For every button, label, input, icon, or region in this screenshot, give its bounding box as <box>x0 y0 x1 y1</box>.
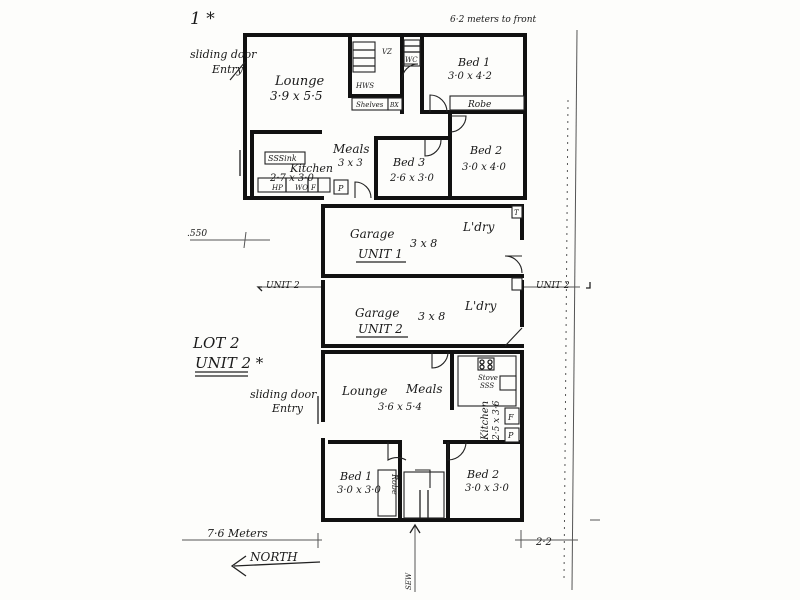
unit1-hws-label: HWS <box>355 82 374 90</box>
garage1-label: Garage <box>350 227 394 241</box>
unit2-stove-label: Stove <box>478 374 498 382</box>
unit1-shelves-label: Shelves <box>356 101 384 109</box>
unit1-doors <box>229 61 467 199</box>
unit1-lounge-size: 3·9 x 5·5 <box>270 89 323 103</box>
garage2-label: Garage <box>355 306 399 320</box>
unit1-bed3-label: Bed 3 <box>392 156 425 169</box>
side-dimension-label: .550 <box>187 229 207 239</box>
garage2-size: 3 x 8 <box>418 310 445 323</box>
unit2-entry-label: Entry <box>271 402 304 415</box>
unit1-fixtures <box>257 39 525 195</box>
top-annotations: 1 * 6·2 meters to front .550 sliding doo… <box>187 9 537 239</box>
unit1-vz-label: VZ <box>382 48 392 56</box>
unit2-labels: LOT 2 UNIT 2 * sliding door Entry Lounge… <box>192 334 514 496</box>
unit1-bed3-size: 2·6 x 3·0 <box>389 173 434 184</box>
unit2-bed1-size: 3·0 x 3·0 <box>337 485 381 496</box>
lot1-mark: 1 * <box>190 9 215 29</box>
unit2-f-label: F <box>507 413 514 422</box>
unit1-bx-label: BX <box>389 102 399 109</box>
unit1-bed1-label: Bed 1 <box>457 56 490 69</box>
unit2-left-marker: UNIT 2 <box>266 281 300 291</box>
unit2-bed1-label: Bed 1 <box>339 470 372 483</box>
unit2-lounge-label: Lounge <box>341 384 387 398</box>
unit1-kitchen-label: Kitchen <box>289 162 333 175</box>
unit1-bed2-size: 3·0 x 4·0 <box>462 162 506 173</box>
unit2-fixtures <box>377 355 520 519</box>
unit1-lounge-label: Lounge <box>274 74 325 89</box>
unit1-labels: Lounge 3·9 x 5·5 Meals 3 x 3 SSSink Kitc… <box>268 48 506 193</box>
unit2-sliding-door-label: sliding door <box>250 388 317 401</box>
unit2-meals-label: Meals <box>405 382 443 396</box>
sewer-label: SEW <box>405 572 413 590</box>
right-dimension-label: 2·2 <box>535 537 552 548</box>
unit1-wc-label: WC <box>405 56 418 64</box>
bottom-annotations: 7·6 Meters NORTH 2·2 SEW <box>207 527 552 590</box>
unit2-lounge-size: 3·6 x 5·4 <box>378 402 422 413</box>
laundry2-label: L'dry <box>464 299 497 313</box>
laundry1-label: L'dry <box>462 220 495 234</box>
north-label: NORTH <box>249 550 298 564</box>
unit1-hp-label: HP <box>271 184 283 192</box>
unit1-sliding-door-label: sliding door <box>190 48 257 61</box>
unit1-sink-label: SSSink <box>268 154 297 163</box>
unit2-right-marker: UNIT 2 <box>536 281 570 291</box>
width-dimension-label: 7·6 Meters <box>207 527 268 540</box>
unit2-sss-label: SSS <box>480 382 494 390</box>
garage2-unit: UNIT 2 <box>358 322 403 336</box>
garage1-unit: UNIT 1 <box>358 247 403 261</box>
unit1-bed2-label: Bed 2 <box>469 144 502 157</box>
garage1-size: 3 x 8 <box>410 237 437 250</box>
unit1-f-label: F <box>310 184 317 192</box>
garage-t-label: T <box>514 209 520 217</box>
unit1-meals-label: Meals <box>332 142 370 156</box>
unit2-bed2-label: Bed 2 <box>466 468 499 481</box>
garage-labels: Garage 3 x 8 UNIT 1 L'dry Garage 3 x 8 U… <box>266 209 570 338</box>
unit2-p-label: P <box>507 431 514 440</box>
unit1-robe-label: Robe <box>467 100 491 110</box>
unit1-kitchen-size: 2·7 x 3·0 <box>269 173 314 184</box>
unit1-bed1-size: 3·0 x 4·2 <box>448 71 492 82</box>
unit2-robe-label: Robe <box>390 473 399 495</box>
unit2-doors <box>317 351 467 488</box>
front-setback-label: 6·2 meters to front <box>450 15 537 25</box>
unit1-meals-size: 3 x 3 <box>338 158 363 169</box>
unit1-p-label: P <box>337 184 344 193</box>
north-arrow <box>230 282 591 577</box>
unit1-wo-label: WO <box>295 184 308 192</box>
unit2-kitchen-size: 2·5 x 3·6 <box>492 400 502 441</box>
unit2-bed2-size: 3·0 x 3·0 <box>465 483 509 494</box>
unit1-entry-label: Entry <box>211 63 244 76</box>
boundary-lines <box>182 29 600 592</box>
unit2-heading: UNIT 2 * <box>195 354 264 372</box>
lot2-label: LOT 2 <box>192 334 240 352</box>
unit2-kitchen-label: Kitchen <box>480 401 491 441</box>
unit1-walls <box>243 33 527 200</box>
garage-walls <box>321 204 524 348</box>
